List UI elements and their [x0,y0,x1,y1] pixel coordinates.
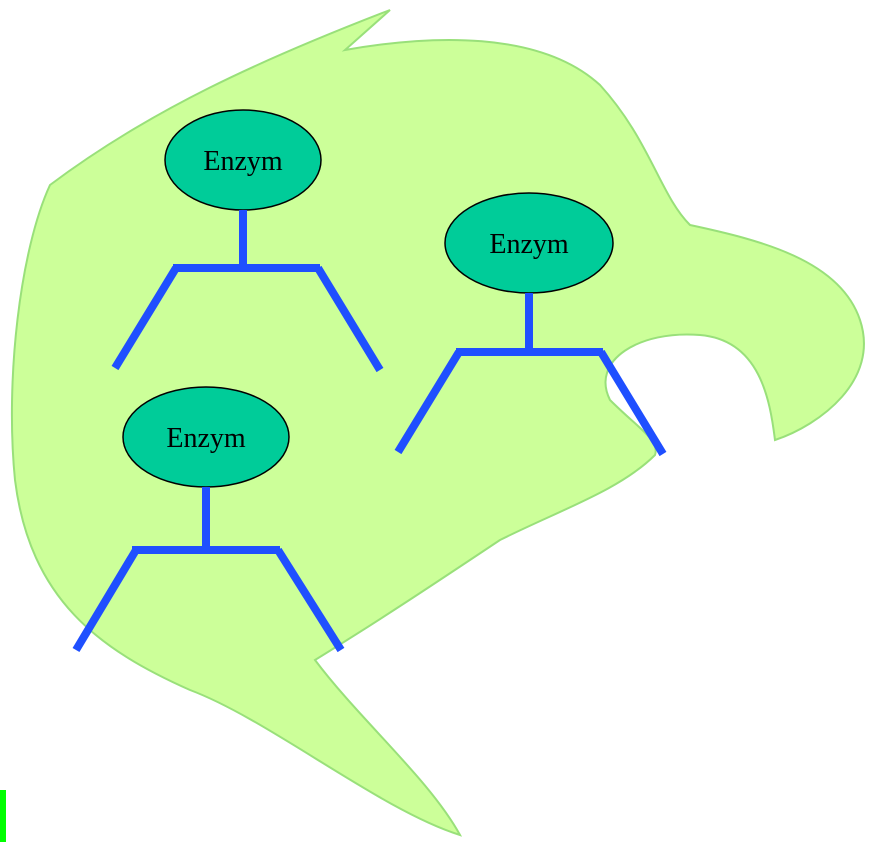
enzyme-3-label: Enzym [166,423,246,454]
enzyme-2-arms [394,293,667,457]
enzyme-1-arms [111,210,384,373]
corner-marker [0,790,6,842]
enzyme-1: Enzym [111,109,384,373]
enzyme-1-label: Enzym [203,146,283,177]
enzyme-3: Enzym [72,386,345,653]
cell-shape [10,9,865,837]
enzyme-3-arms [72,487,345,653]
enzyme-2-label: Enzym [489,229,569,260]
enzyme-2: Enzym [394,192,667,457]
